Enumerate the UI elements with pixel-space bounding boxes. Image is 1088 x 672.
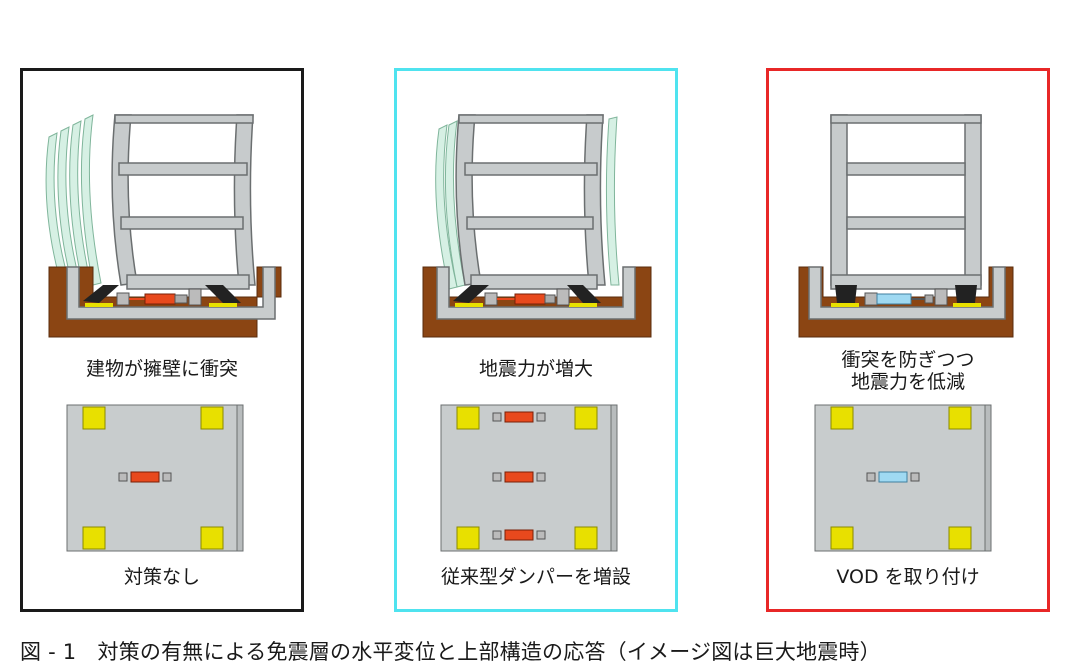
plan-damper-icon xyxy=(118,471,172,483)
panel-top-caption: 建物が擁壁に衝突 xyxy=(85,358,238,380)
building-frame xyxy=(111,114,256,290)
panel-vod-installed: 衝突を防ぎつつ 地震力を低減 VOD を取り付け xyxy=(766,68,1050,612)
panel-2-illustration xyxy=(422,114,652,552)
plan-damper-bottom-icon xyxy=(492,529,546,541)
isolator-left xyxy=(831,285,859,307)
plan-damper-middle-icon xyxy=(492,471,546,483)
oil-damper-icon xyxy=(484,288,570,306)
plan-view xyxy=(440,404,618,552)
isolator-right xyxy=(205,285,241,307)
sway-ghost-icon xyxy=(45,114,102,292)
panel-conventional-dampers: 地震力が増大 従来型ダンパーを増設 xyxy=(394,68,678,612)
plan-view xyxy=(814,404,992,552)
plan-damper-top-icon xyxy=(492,411,546,423)
isolator-right xyxy=(567,285,601,307)
figure-caption: 図 - 1 対策の有無による免震層の水平変位と上部構造の応答（イメージ図は巨大地… xyxy=(20,640,881,664)
isolator-left xyxy=(83,285,119,307)
building-frame xyxy=(830,114,982,290)
plan-vod-damper-icon xyxy=(866,471,920,483)
panel-no-countermeasure: 建物が擁壁に衝突 対策なし xyxy=(20,68,304,612)
panel-1-illustration xyxy=(45,114,282,552)
vod-damper-icon xyxy=(864,288,948,306)
panel-bottom-caption: VOD を取り付け xyxy=(836,566,980,588)
panel-bottom-caption: 対策なし xyxy=(123,566,200,588)
panel-top-caption: 衝突を防ぎつつ 地震力を低減 xyxy=(841,349,975,393)
oil-damper-icon xyxy=(116,288,202,306)
panel-top-caption: 地震力が増大 xyxy=(478,358,593,380)
panel-3-illustration xyxy=(798,114,1014,552)
isolator-left xyxy=(453,285,489,307)
plan-view xyxy=(66,404,244,552)
isolator-right xyxy=(953,285,981,307)
sway-ghost-icon xyxy=(435,116,620,290)
building-frame xyxy=(455,114,606,290)
panel-bottom-caption: 従来型ダンパーを増設 xyxy=(440,566,631,588)
